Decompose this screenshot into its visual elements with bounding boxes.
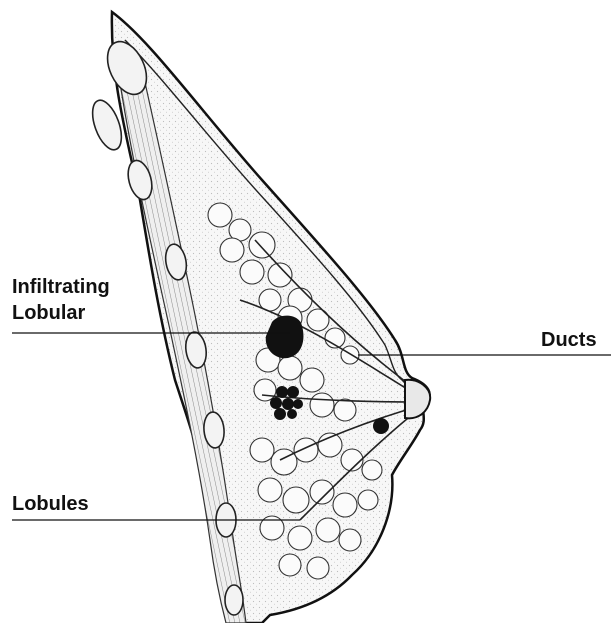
label-infiltrating-lobular-line1: Infiltrating — [12, 274, 110, 300]
label-ducts: Ducts — [541, 327, 597, 353]
label-infiltrating-lobular-line2: Lobular — [12, 300, 85, 326]
label-lobules: Lobules — [12, 491, 89, 517]
